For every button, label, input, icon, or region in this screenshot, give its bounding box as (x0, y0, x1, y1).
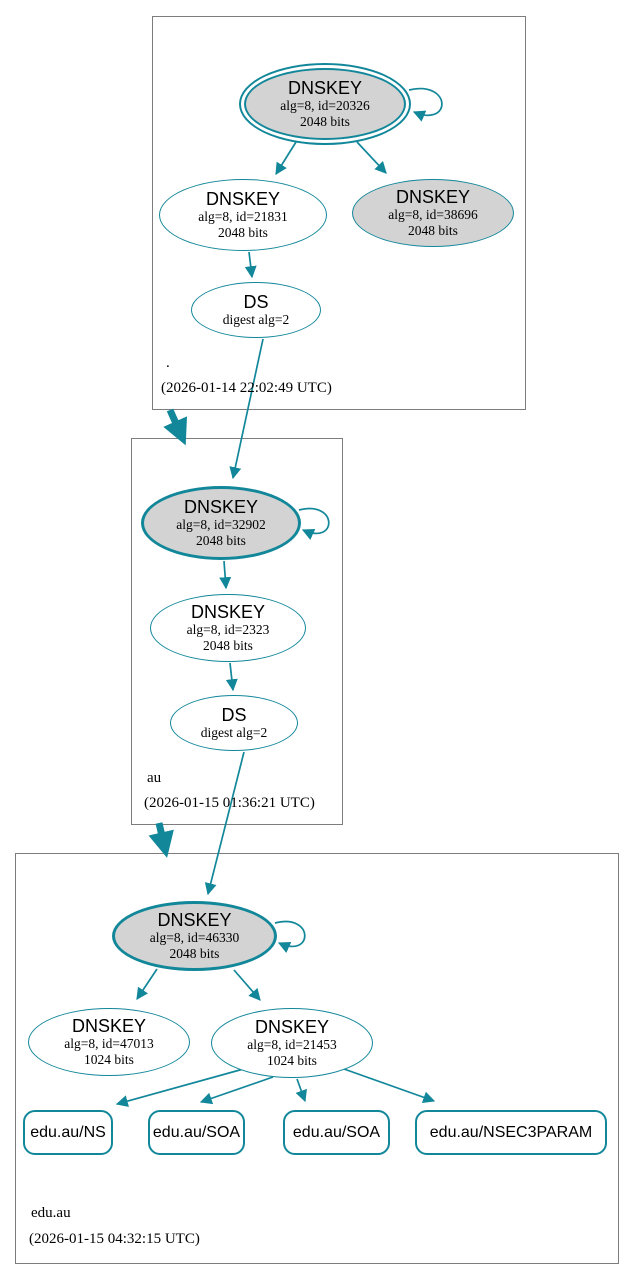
node-title: DNSKEY (183, 496, 259, 517)
node-title: DNSKEY (205, 188, 281, 209)
edge-root-ds-to-au-ksk (229, 338, 264, 480)
node-detail: alg=8, id=47013 (64, 1036, 154, 1052)
edge-root-ksk-to-key38696 (356, 141, 387, 174)
dnskey-node-au-ksk: DNSKEY alg=8, id=32902 2048 bits (141, 486, 301, 560)
zone-box-edu-au (15, 853, 619, 1264)
rrset-label: edu.au/SOA (152, 1123, 241, 1141)
node-detail: 2048 bits (196, 532, 246, 548)
node-detail: 2048 bits (169, 945, 220, 961)
node-detail: 2048 bits (203, 637, 253, 653)
node-detail: digest alg=2 (222, 311, 290, 327)
self-loop-eduau-ksk (274, 920, 306, 953)
node-detail: digest alg=2 (200, 724, 268, 740)
dnskey-node-root-38696: DNSKEY alg=8, id=38696 2048 bits (352, 179, 514, 247)
zone-box-root (152, 16, 526, 410)
zone-timestamp-eduau: (2026-01-15 04:32:15 UTC) (29, 1231, 200, 1247)
edge-eduau-ksk-to-key47013 (136, 968, 158, 1000)
node-detail: alg=8, id=38696 (388, 207, 478, 223)
node-title: DNSKEY (287, 77, 363, 98)
node-detail: alg=8, id=20326 (280, 98, 370, 114)
edge-zsk-to-ns (115, 1067, 248, 1107)
rrset-label: edu.au/NSEC3PARAM (429, 1123, 593, 1141)
node-title: DS (243, 291, 269, 312)
self-loop-root-ksk (408, 87, 443, 122)
rrset-node-ns: edu.au/NS (23, 1110, 113, 1155)
dnskey-node-root-zsk: DNSKEY alg=8, id=21831 2048 bits (159, 179, 327, 251)
thick-arrow-root-to-au (163, 408, 188, 446)
dnskey-node-eduau-zsk: DNSKEY alg=8, id=21453 1024 bits (211, 1008, 373, 1078)
zone-name-eduau: edu.au (31, 1205, 71, 1221)
zone-box-au (131, 438, 343, 825)
edge-au-ksk-to-zsk (219, 560, 232, 590)
rrset-node-soa-1: edu.au/SOA (148, 1110, 245, 1155)
dnskey-node-eduau-ksk: DNSKEY alg=8, id=46330 2048 bits (112, 901, 277, 971)
dnskey-node-eduau-47013: DNSKEY alg=8, id=47013 1024 bits (28, 1008, 190, 1076)
thick-arrow-au-to-eduau (148, 822, 174, 858)
node-detail: alg=8, id=2323 (186, 622, 270, 638)
rrset-node-nsec3param: edu.au/NSEC3PARAM (415, 1110, 607, 1155)
edge-zsk-to-soa2 (295, 1078, 307, 1103)
node-title: DS (221, 704, 247, 725)
edge-eduau-ksk-to-zsk (233, 969, 261, 1001)
edge-root-zsk-to-ds (244, 251, 257, 279)
node-detail: 1024 bits (84, 1051, 134, 1067)
node-detail: alg=8, id=46330 (149, 930, 240, 946)
node-title: DNSKEY (71, 1015, 147, 1036)
ds-node-au: DS digest alg=2 (170, 695, 298, 751)
node-title: DNSKEY (157, 909, 232, 930)
node-title: DNSKEY (254, 1016, 330, 1037)
edge-zsk-to-nsec3param (343, 1068, 436, 1104)
rrset-label: edu.au/SOA (292, 1123, 381, 1141)
node-detail: 2048 bits (300, 113, 350, 129)
zone-timestamp-au: (2026-01-15 01:36:21 UTC) (144, 795, 315, 811)
edge-zsk-to-soa1 (199, 1076, 274, 1105)
self-loop-au-ksk (298, 507, 330, 540)
dnskey-node-root-ksk: DNSKEY alg=8, id=20326 2048 bits (239, 63, 411, 145)
ds-node-root: DS digest alg=2 (191, 282, 321, 338)
node-detail: alg=8, id=32902 (176, 517, 266, 533)
node-detail: 1024 bits (267, 1052, 317, 1068)
zone-name-au: au (147, 770, 162, 786)
rrset-label: edu.au/NS (30, 1123, 106, 1141)
zone-name-root: . (166, 355, 170, 371)
dnskey-node-au-zsk: DNSKEY alg=8, id=2323 2048 bits (150, 594, 306, 662)
edge-root-ksk-to-zsk (275, 141, 297, 176)
node-detail: alg=8, id=21453 (247, 1037, 337, 1053)
rrset-node-soa-2: edu.au/SOA (283, 1110, 390, 1155)
node-title: DNSKEY (395, 186, 471, 207)
node-detail: 2048 bits (218, 224, 268, 240)
node-detail: alg=8, id=21831 (198, 209, 288, 225)
edge-au-ds-to-eduau-ksk (204, 751, 245, 896)
zone-timestamp-root: (2026-01-14 22:02:49 UTC) (161, 380, 332, 396)
edge-au-zsk-to-ds (225, 662, 238, 692)
node-title: DNSKEY (190, 601, 266, 622)
node-detail: 2048 bits (408, 222, 458, 238)
